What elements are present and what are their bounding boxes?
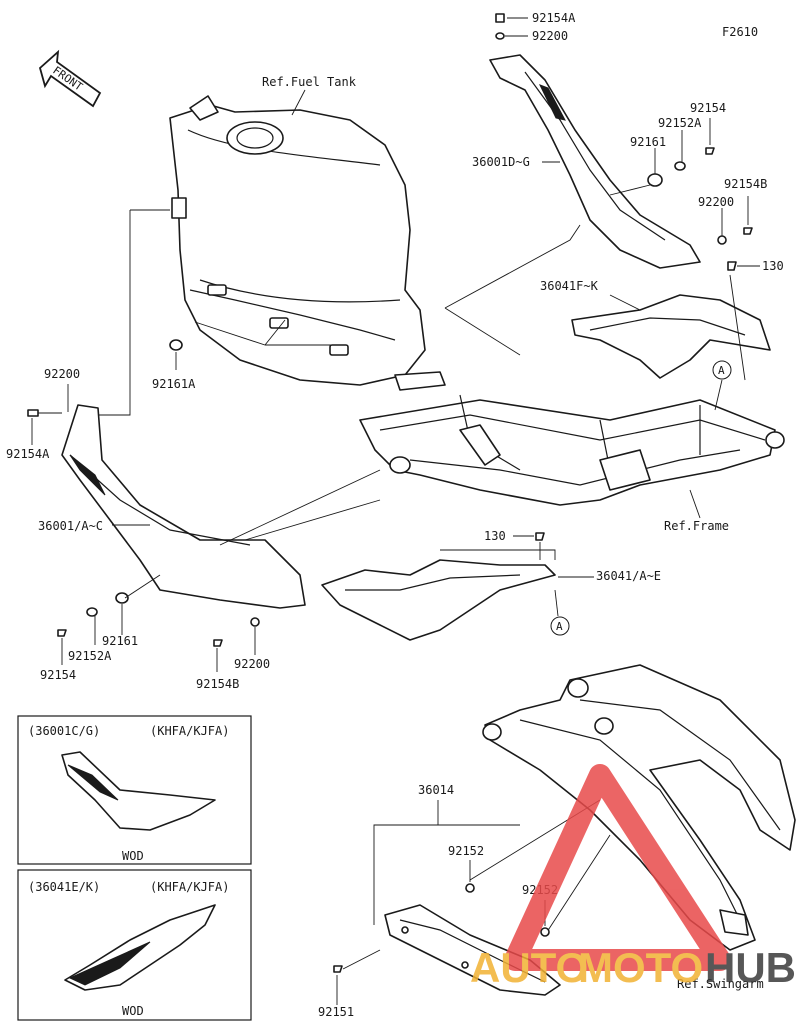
washer-92152-b: [540, 927, 550, 937]
callout-a-bottom-text: A: [556, 620, 563, 633]
frame: [359, 394, 785, 506]
ref-frame: Ref.Frame: [664, 519, 729, 533]
label-92200-right: 92200: [698, 195, 734, 209]
watermark-moto: MOTO: [578, 944, 703, 991]
under-cover-right-36041: [571, 294, 771, 379]
ref-fuel-tank: Ref.Fuel Tank: [262, 75, 357, 89]
fuel-tank: [169, 95, 446, 391]
label-36041-fk: 36041F~K: [540, 279, 599, 293]
watermark-auto: AUTO: [470, 944, 588, 991]
variant-36001-models: (KHFA/KJFA): [150, 724, 229, 738]
label-92200-left: 92200: [44, 367, 80, 381]
label-92161-left: 92161: [102, 634, 138, 648]
label-92154B-bottom: 92154B: [196, 677, 239, 691]
label-92152-a: 92152: [448, 844, 484, 858]
label-36041-ae: 36041/A~E: [596, 569, 661, 583]
chain-guard-36014: [384, 904, 561, 996]
label-92200-top: 92200: [532, 29, 568, 43]
washer-92161A: [169, 339, 183, 351]
variant-36041-code: (36041E/K): [28, 880, 100, 894]
swingarm: [482, 664, 796, 951]
variant-36041-models: (KHFA/KJFA): [150, 880, 229, 894]
label-92152A-left: 92152A: [68, 649, 112, 663]
label-36001-ac: 36001/A~C: [38, 519, 103, 533]
label-130-center: 130: [484, 529, 506, 543]
ref-swingarm: Ref.Swingarm: [677, 977, 764, 991]
variant-box-36001: [17, 715, 252, 865]
label-92154-right: 92154: [690, 101, 726, 115]
bolt-92151: [333, 965, 343, 973]
label-92151: 92151: [318, 1005, 354, 1019]
callout-a-bottom: [550, 616, 570, 636]
washer-92152-a: [465, 883, 475, 893]
hardware-top: [495, 13, 505, 40]
variant-36041-part: [64, 904, 216, 991]
figure-code: F2610: [722, 25, 758, 39]
label-92154B-right: 92154B: [724, 177, 767, 191]
variant-36001-code: (36001C/G): [28, 724, 100, 738]
label-92200-bottom: 92200: [234, 657, 270, 671]
label-92154A-top: 92154A: [532, 11, 576, 25]
variant-36041-caption: WOD: [122, 1004, 144, 1018]
label-92154-left: 92154: [40, 668, 76, 682]
variant-36001-caption: WOD: [122, 849, 144, 863]
side-cover-left-36001: [61, 404, 306, 609]
side-cover-right-36001: [489, 54, 701, 269]
callout-a-top: [712, 360, 732, 380]
label-36014: 36014: [418, 783, 454, 797]
front-arrow-icon: FRONT: [38, 49, 102, 108]
label-36001-dg: 36001D~G: [472, 155, 530, 169]
variant-36001-part: [61, 751, 216, 831]
label-92161-right: 92161: [630, 135, 666, 149]
label-92152A-right: 92152A: [658, 116, 702, 130]
callout-a-top-text: A: [718, 364, 725, 377]
watermark-logo: AUTO MOTO HUB: [470, 764, 796, 991]
under-cover-left-36041: [321, 559, 556, 641]
hardware-right: [647, 147, 753, 271]
watermark-triangle-icon: [504, 764, 731, 971]
label-92161A: 92161A: [152, 377, 196, 391]
hardware-left: [57, 592, 260, 647]
label-92154A-left: 92154A: [6, 447, 50, 461]
bolt-130-center: [535, 532, 545, 541]
watermark-hub: HUB: [705, 944, 796, 991]
label-130-right: 130: [762, 259, 784, 273]
